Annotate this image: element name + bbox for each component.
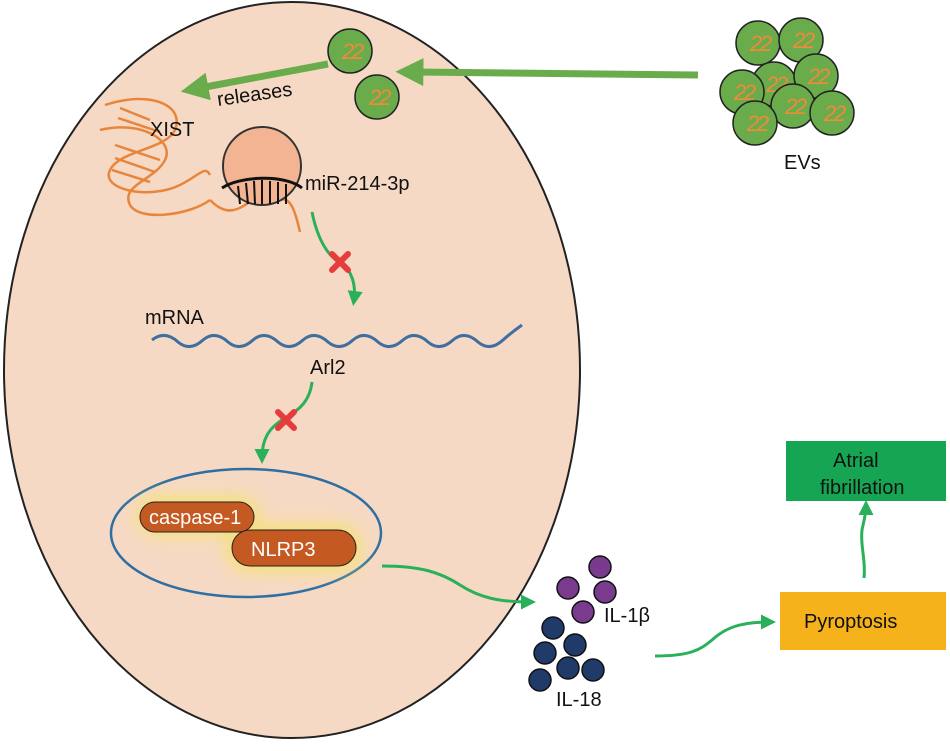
ev-particle: 2 2 — [327, 28, 373, 74]
svg-text:2: 2 — [368, 85, 381, 110]
nucleus — [109, 467, 383, 599]
il1b-particle — [593, 580, 617, 604]
ev-particle: 22 — [778, 17, 824, 63]
svg-text:2: 2 — [817, 64, 830, 89]
svg-text:2: 2 — [746, 111, 759, 136]
svg-text:2: 2 — [733, 80, 746, 105]
af-box — [786, 441, 946, 501]
block-x-icon — [275, 409, 297, 431]
svg-text:2: 2 — [833, 101, 846, 126]
svg-text:2: 2 — [341, 39, 354, 64]
il18-particle — [533, 641, 557, 665]
ev-particle: 22 — [770, 83, 816, 129]
pyroptosis-box — [780, 592, 946, 650]
arrow-to-pyroptosis — [654, 614, 776, 658]
svg-text:2: 2 — [794, 94, 807, 119]
nlrp3-pill: NLRP3 — [231, 529, 357, 567]
xist-rna — [99, 97, 302, 233]
il1b-label: IL-1β — [604, 605, 650, 627]
svg-text:2: 2 — [802, 28, 815, 53]
block-x-icon — [329, 251, 351, 273]
il18-particle — [541, 616, 565, 640]
mrna-strand — [151, 323, 523, 348]
releases-arrow — [180, 60, 329, 101]
il18-cluster — [528, 616, 605, 692]
ev-particle: 22 — [732, 100, 778, 146]
mir-label: miR-214-3p — [305, 173, 409, 195]
cell-body — [3, 1, 581, 739]
svg-text:2: 2 — [743, 80, 756, 105]
evs-label: EVs — [784, 152, 821, 174]
svg-text:2: 2 — [823, 101, 836, 126]
af-label-line1: Atrial — [833, 450, 879, 472]
xist-label: XIST — [150, 119, 194, 141]
svg-text:2: 2 — [749, 31, 762, 56]
il18-particle — [556, 656, 580, 680]
ev-particle: 22 — [735, 20, 781, 66]
pyroptosis-label: Pyroptosis — [804, 611, 897, 633]
il1b-cluster — [556, 555, 617, 624]
il18-particle — [563, 633, 587, 657]
il1b-particle — [588, 555, 612, 579]
svg-text:2: 2 — [765, 72, 778, 97]
ev-particle: 22 — [809, 90, 855, 136]
nlrp3-label: NLRP3 — [251, 539, 315, 561]
ev-internalized: 2 2 2 2 — [327, 28, 400, 120]
il1b-particle — [571, 600, 595, 624]
il1b-particle — [556, 576, 580, 600]
arl2-label: Arl2 — [310, 357, 346, 379]
il18-particle — [581, 658, 605, 682]
af-label-line2: fibrillation — [820, 477, 904, 499]
uptake-arrow — [395, 58, 699, 87]
svg-text:2: 2 — [792, 28, 805, 53]
svg-text:2: 2 — [807, 64, 820, 89]
il18-label: IL-18 — [556, 689, 602, 711]
ev-particle: 2 2 — [354, 74, 400, 120]
svg-text:2: 2 — [351, 39, 364, 64]
svg-text:2: 2 — [378, 85, 391, 110]
svg-text:2: 2 — [756, 111, 769, 136]
mirna — [221, 126, 303, 206]
caspase-pill: caspase-1 — [139, 501, 255, 533]
il18-particle — [528, 668, 552, 692]
svg-text:2: 2 — [784, 94, 797, 119]
caspase-label: caspase-1 — [149, 507, 241, 529]
mrna-label: mRNA — [145, 307, 205, 329]
svg-text:2: 2 — [759, 31, 772, 56]
arrow-to-af — [858, 500, 874, 579]
arrow-to-cytokines — [381, 564, 536, 610]
